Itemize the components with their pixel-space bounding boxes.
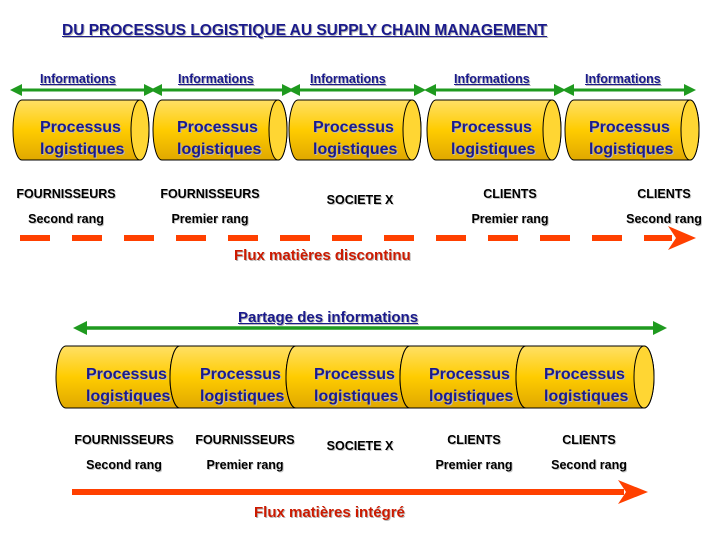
top-cylinder-5	[564, 99, 700, 161]
top-cylinder-label-1-line2: logistiques	[40, 141, 125, 158]
bottom-actor-4-rank: Premier rang	[435, 458, 513, 472]
bottom-actor-5-rank: Second rang	[551, 458, 627, 472]
bottom-actor-5-role: CLIENTS	[562, 433, 616, 447]
top-cylinders	[12, 99, 700, 161]
bottom-cylinder-label-1-line2: logistiques	[86, 388, 171, 405]
info-label-1: Informations	[40, 72, 116, 86]
top-actor-5-role: CLIENTS	[637, 187, 691, 201]
top-actor-5-rank: Second rang	[626, 212, 702, 226]
top-actor-1-rank: Second rang	[28, 212, 104, 226]
bottom-actor-2: FOURNISSEURS Premier rang	[187, 433, 303, 472]
top-actor-4-rank: Premier rang	[471, 212, 549, 226]
bottom-cylinder-label-5-line1: Processus	[544, 366, 625, 383]
bottom-actor-3: SOCIETE X	[302, 439, 418, 453]
bottom-cylinder-label-3-line2: logistiques	[314, 388, 399, 405]
bottom-actor-1-role: FOURNISSEURS	[74, 433, 174, 447]
bottom-cylinder-label-1: Processus logistiques	[86, 364, 170, 408]
top-cylinder-label-4: Processus logistiques	[451, 117, 535, 161]
info-label-4: Informations	[454, 72, 530, 86]
info-label-3: Informations	[310, 72, 386, 86]
bottom-actor-1: FOURNISSEURS Second rang	[66, 433, 182, 472]
top-cylinder-label-1: Processus logistiques	[40, 117, 124, 161]
discontinuous-flow-label: Flux matières discontinu	[234, 247, 411, 264]
top-actor-3: SOCIETE X	[302, 193, 418, 207]
top-cylinder-label-1-line1: Processus	[40, 119, 121, 136]
bottom-cylinders	[55, 345, 655, 409]
sharing-label: Partage des informations	[238, 309, 419, 326]
bottom-cylinder-label-2: Processus logistiques	[200, 364, 284, 408]
bottom-cylinder-label-4: Processus logistiques	[429, 364, 513, 408]
bottom-cylinder-label-5-line2: logistiques	[544, 388, 629, 405]
top-cylinder-label-4-line2: logistiques	[451, 141, 536, 158]
top-cylinder-label-3: Processus logistiques	[313, 117, 397, 161]
top-cylinder-label-2: Processus logistiques	[177, 117, 261, 161]
top-actor-5: CLIENTS Second rang	[606, 187, 722, 226]
bottom-cylinder-label-4-line1: Processus	[429, 366, 510, 383]
info-label-5: Informations	[585, 72, 661, 86]
top-cylinder-2	[152, 99, 288, 161]
top-cylinder-label-5-line1: Processus	[589, 119, 670, 136]
page-title: DU PROCESSUS LOGISTIQUE AU SUPPLY CHAIN …	[62, 22, 548, 39]
bottom-cylinder-label-4-line2: logistiques	[429, 388, 514, 405]
top-actor-2-rank: Premier rang	[171, 212, 249, 226]
bottom-actor-4-role: CLIENTS	[447, 433, 501, 447]
top-actor-1-role: FOURNISSEURS	[16, 187, 116, 201]
bottom-cylinder-label-2-line2: logistiques	[200, 388, 285, 405]
top-actor-2: FOURNISSEURS Premier rang	[152, 187, 268, 226]
top-cylinder-label-2-line1: Processus	[177, 119, 258, 136]
integrated-flow-label: Flux matières intégré	[254, 504, 405, 521]
bottom-cylinder-label-1-line1: Processus	[86, 366, 167, 383]
top-cylinder-4	[426, 99, 562, 161]
bottom-cylinder-label-5: Processus logistiques	[544, 364, 628, 408]
integrated-flow-arrow	[72, 480, 648, 504]
bottom-cylinder-label-2-line1: Processus	[200, 366, 281, 383]
bottom-cylinder-label-3-line1: Processus	[314, 366, 395, 383]
top-cylinder-label-3-line1: Processus	[313, 119, 394, 136]
bottom-cylinder-label-3: Processus logistiques	[314, 364, 398, 408]
top-cylinder-label-3-line2: logistiques	[313, 141, 398, 158]
discontinuous-flow-arrow	[20, 226, 696, 250]
top-cylinder-3	[288, 99, 422, 161]
top-actor-3-role: SOCIETE X	[326, 193, 394, 207]
top-actor-1: FOURNISSEURS Second rang	[8, 187, 124, 226]
top-actor-4: CLIENTS Premier rang	[452, 187, 568, 226]
top-cylinder-label-5: Processus logistiques	[589, 117, 673, 161]
top-actor-2-role: FOURNISSEURS	[160, 187, 260, 201]
top-cylinder-label-4-line1: Processus	[451, 119, 532, 136]
top-cylinder-1	[12, 99, 150, 161]
bottom-actor-4: CLIENTS Premier rang	[416, 433, 532, 472]
top-cylinder-label-5-line2: logistiques	[589, 141, 674, 158]
top-actor-4-role: CLIENTS	[483, 187, 537, 201]
bottom-actor-2-role: FOURNISSEURS	[195, 433, 295, 447]
bottom-actor-3-role: SOCIETE X	[326, 439, 394, 453]
top-cylinder-label-2-line2: logistiques	[177, 141, 262, 158]
bottom-cylinder-5	[515, 345, 655, 409]
bottom-actor-2-rank: Premier rang	[206, 458, 284, 472]
bottom-actor-5: CLIENTS Second rang	[531, 433, 647, 472]
info-label-2: Informations	[178, 72, 254, 86]
bottom-actor-1-rank: Second rang	[86, 458, 162, 472]
